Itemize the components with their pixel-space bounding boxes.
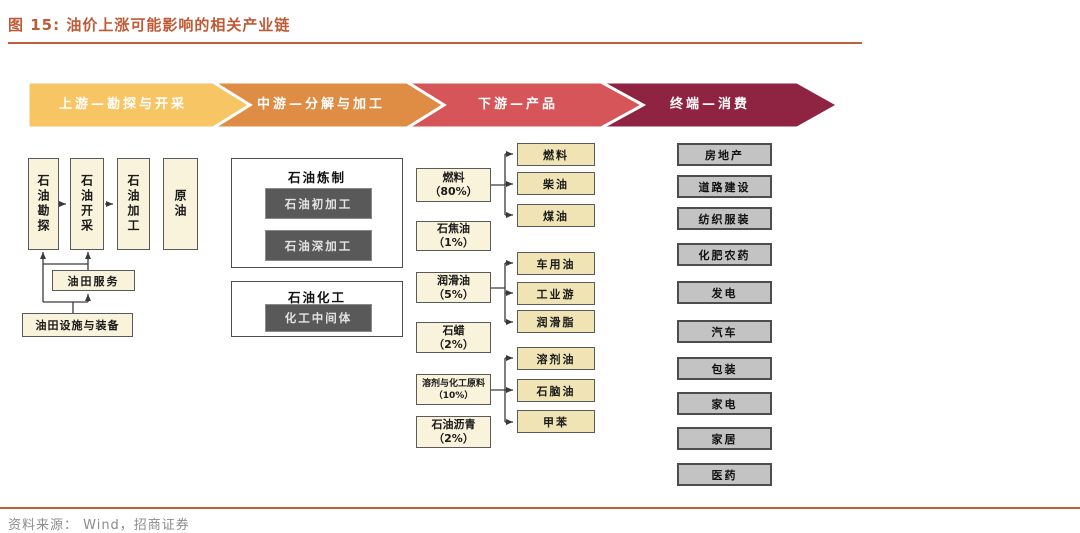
industry-fertilizer-pesticide-box: 化肥农药	[677, 243, 772, 266]
product-name: 润滑油	[437, 273, 470, 287]
title-divider	[8, 42, 862, 44]
upstream-banner-arrow	[26, 80, 253, 130]
oilfield-equipment-box: 油田设施与装备	[22, 313, 133, 337]
product-paraffin-box: 石蜡 （2%）	[416, 322, 491, 353]
derivative-diesel-box: 柴油	[517, 172, 595, 195]
industry-automobile-box: 汽车	[677, 320, 772, 343]
product-name: 石油沥青	[431, 418, 476, 431]
refining-group-title: 石油炼制	[287, 170, 346, 185]
stage-crude-oil-box: 原油	[163, 158, 198, 250]
primary-processing-box: 石油初加工	[265, 188, 372, 219]
product-share: （5%）	[433, 287, 474, 301]
terminal-banner-label: 终端—消费	[669, 97, 750, 112]
product-name: 溶剂与化工原料	[421, 378, 485, 389]
derivative-industrial-oil-box: 工业游	[517, 282, 595, 305]
derivative-toluene-box: 甲苯	[517, 410, 595, 433]
product-share: （80%）	[429, 185, 478, 198]
stage-oil-processing-box: 石油加工	[117, 158, 150, 250]
product-share: （2%）	[433, 337, 474, 351]
industry-power-generation-box: 发电	[677, 281, 772, 304]
downstream-banner-label: 下游—产品	[477, 97, 558, 112]
figure-title: 图 15: 油价上涨可能影响的相关产业链	[8, 16, 291, 34]
derivative-motor-oil-box: 车用油	[517, 252, 595, 275]
product-name: 石焦油	[437, 222, 470, 235]
product-solvent-feedstock-box: 溶剂与化工原料 （10%）	[416, 374, 491, 405]
industry-packaging-box: 包装	[677, 357, 772, 380]
product-lubricant-box: 润滑油 （5%）	[416, 272, 491, 303]
product-share: （10%）	[433, 390, 474, 401]
petrochemical-group-title: 石油化工	[287, 290, 346, 305]
upstream-banner-label: 上游—勘探与开采	[58, 97, 187, 112]
derivative-kerosene-box: 煤油	[517, 204, 595, 227]
footer-divider	[0, 507, 1080, 509]
product-asphalt-box: 石油沥青 （2%）	[416, 416, 491, 448]
product-name: 石蜡	[442, 323, 465, 337]
product-fuel-box: 燃料 （80%）	[416, 168, 491, 202]
industry-home-furnishing-box: 家居	[677, 427, 772, 450]
product-petroleum-coke-box: 石焦油 （1%）	[416, 221, 491, 251]
chemical-intermediates-box: 化工中间体	[265, 304, 372, 332]
industry-textile-apparel-box: 纺织服装	[677, 207, 772, 230]
derivative-fuel-box: 燃料	[517, 143, 595, 166]
stage-oil-extraction-box: 石油开采	[70, 158, 104, 250]
deep-processing-box: 石油深加工	[265, 230, 372, 261]
stage-oil-exploration-box: 石油勘探	[28, 158, 59, 250]
derivative-solvent-oil-box: 溶剂油	[517, 347, 595, 370]
derivative-naphtha-box: 石脑油	[517, 379, 595, 402]
derivative-grease-box: 润滑脂	[517, 310, 595, 333]
midstream-banner-label: 中游—分解与加工	[256, 97, 385, 112]
petrochemical-group-box: 石油化工 化工中间体	[231, 281, 403, 337]
product-share: （2%）	[433, 432, 474, 445]
industry-road-construction-box: 道路建设	[677, 175, 772, 198]
industry-real-estate-box: 房地产	[677, 143, 772, 166]
oilfield-service-box: 油田服务	[52, 270, 135, 291]
industry-home-appliance-box: 家电	[677, 392, 772, 415]
product-name: 燃料	[442, 171, 465, 184]
data-source-note: 资料来源： Wind，招商证券	[8, 518, 190, 533]
product-share: （1%）	[433, 236, 474, 249]
refining-group-box: 石油炼制 石油初加工 石油深加工	[231, 158, 403, 268]
industry-pharmaceutical-box: 医药	[677, 463, 772, 486]
